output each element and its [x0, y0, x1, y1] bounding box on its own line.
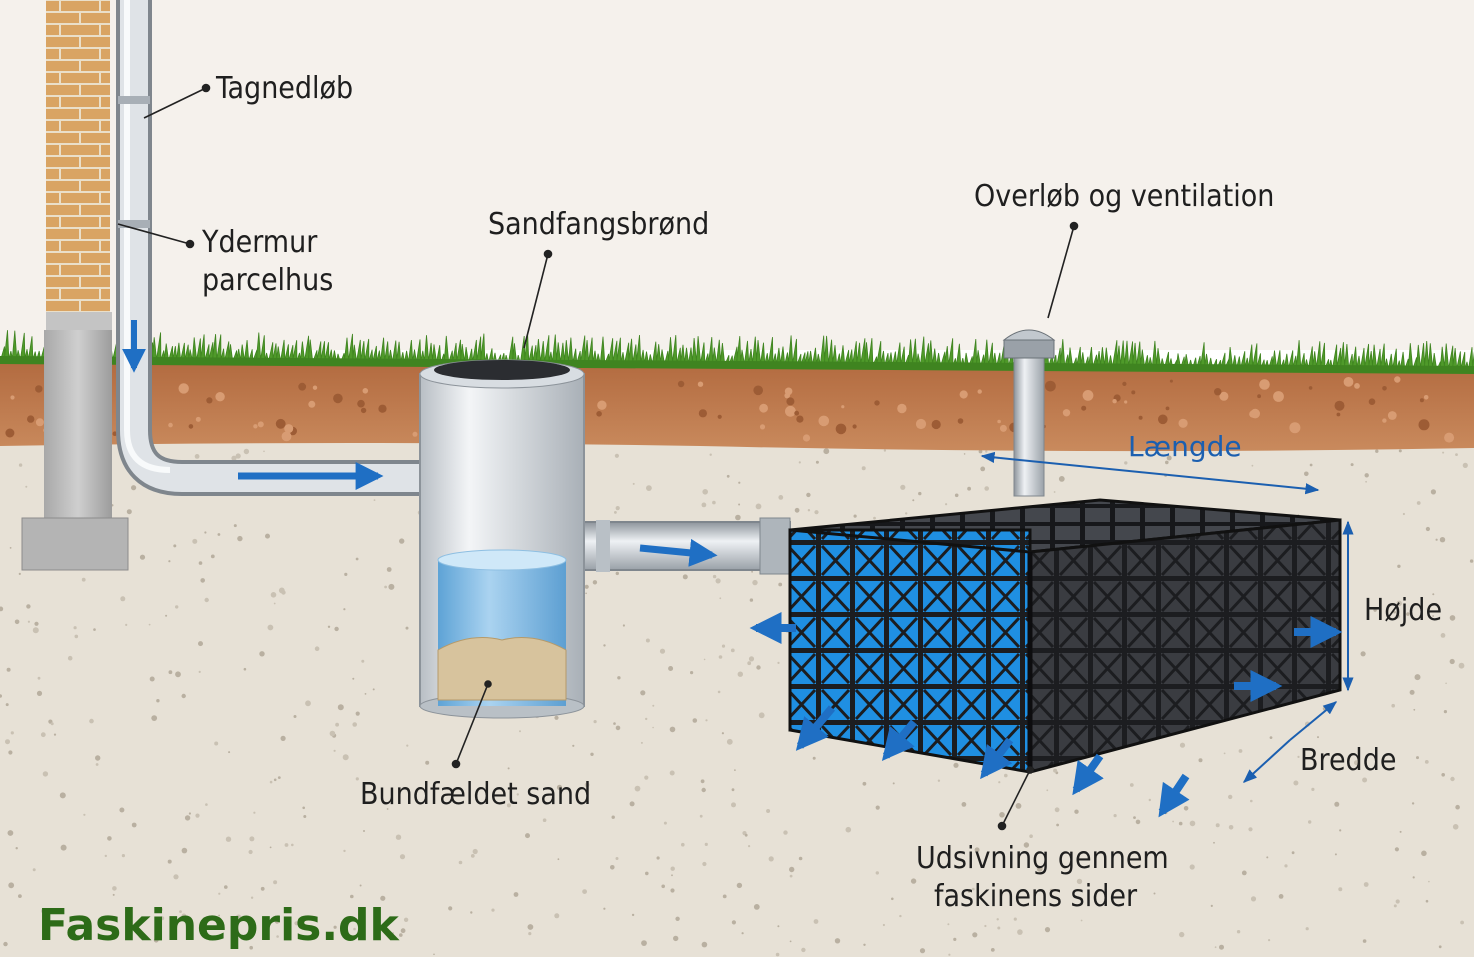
infiltration-label-line2: faskinens sider	[934, 879, 1138, 914]
flow-arrow-bottom-4	[1072, 753, 1104, 796]
flow-arrow-bottom-3	[980, 737, 1014, 780]
brand-logo: Faskinepris.dk	[38, 900, 401, 951]
outer-wall-label-line2: parcelhus	[202, 263, 333, 298]
dimension-lines: Længde Højde Bredde	[980, 430, 1442, 783]
downpipe-label: Tagnedløb	[215, 71, 353, 106]
infiltration-crate	[788, 498, 1342, 774]
outlet-pipe	[569, 517, 791, 575]
width-label: Bredde	[1300, 743, 1396, 778]
flow-arrow-bottom-5	[1158, 773, 1190, 818]
sky-background	[0, 0, 1474, 350]
width-dimension-line	[1289, 701, 1338, 741]
sand-trap-label: Sandfangsbrønd	[488, 207, 709, 242]
infiltration-label-line1: Udsivning gennem	[916, 841, 1169, 876]
flow-arrow-bottom-1	[795, 705, 836, 751]
length-label: Længde	[1128, 430, 1242, 463]
sand-trap-well	[419, 359, 585, 719]
flow-arrow-to-crate	[639, 538, 718, 567]
outer-wall	[21, 0, 129, 571]
vent-pipe	[1002, 329, 1056, 497]
topsoil-layer	[0, 360, 1474, 452]
height-label: Højde	[1364, 593, 1442, 628]
flow-arrow-bottom-2	[881, 719, 918, 761]
leader-lines	[117, 83, 1079, 831]
settled-sand-label: Bundfældet sand	[360, 777, 591, 812]
downpipe-pipe	[116, 0, 424, 496]
length-dimension-line	[999, 457, 1320, 495]
flow-arrows	[122, 320, 1343, 818]
grass-strip	[0, 330, 1474, 374]
outer-wall-label-line1: Ydermur	[201, 225, 318, 260]
overflow-vent-label: Overløb og ventilation	[974, 179, 1274, 214]
